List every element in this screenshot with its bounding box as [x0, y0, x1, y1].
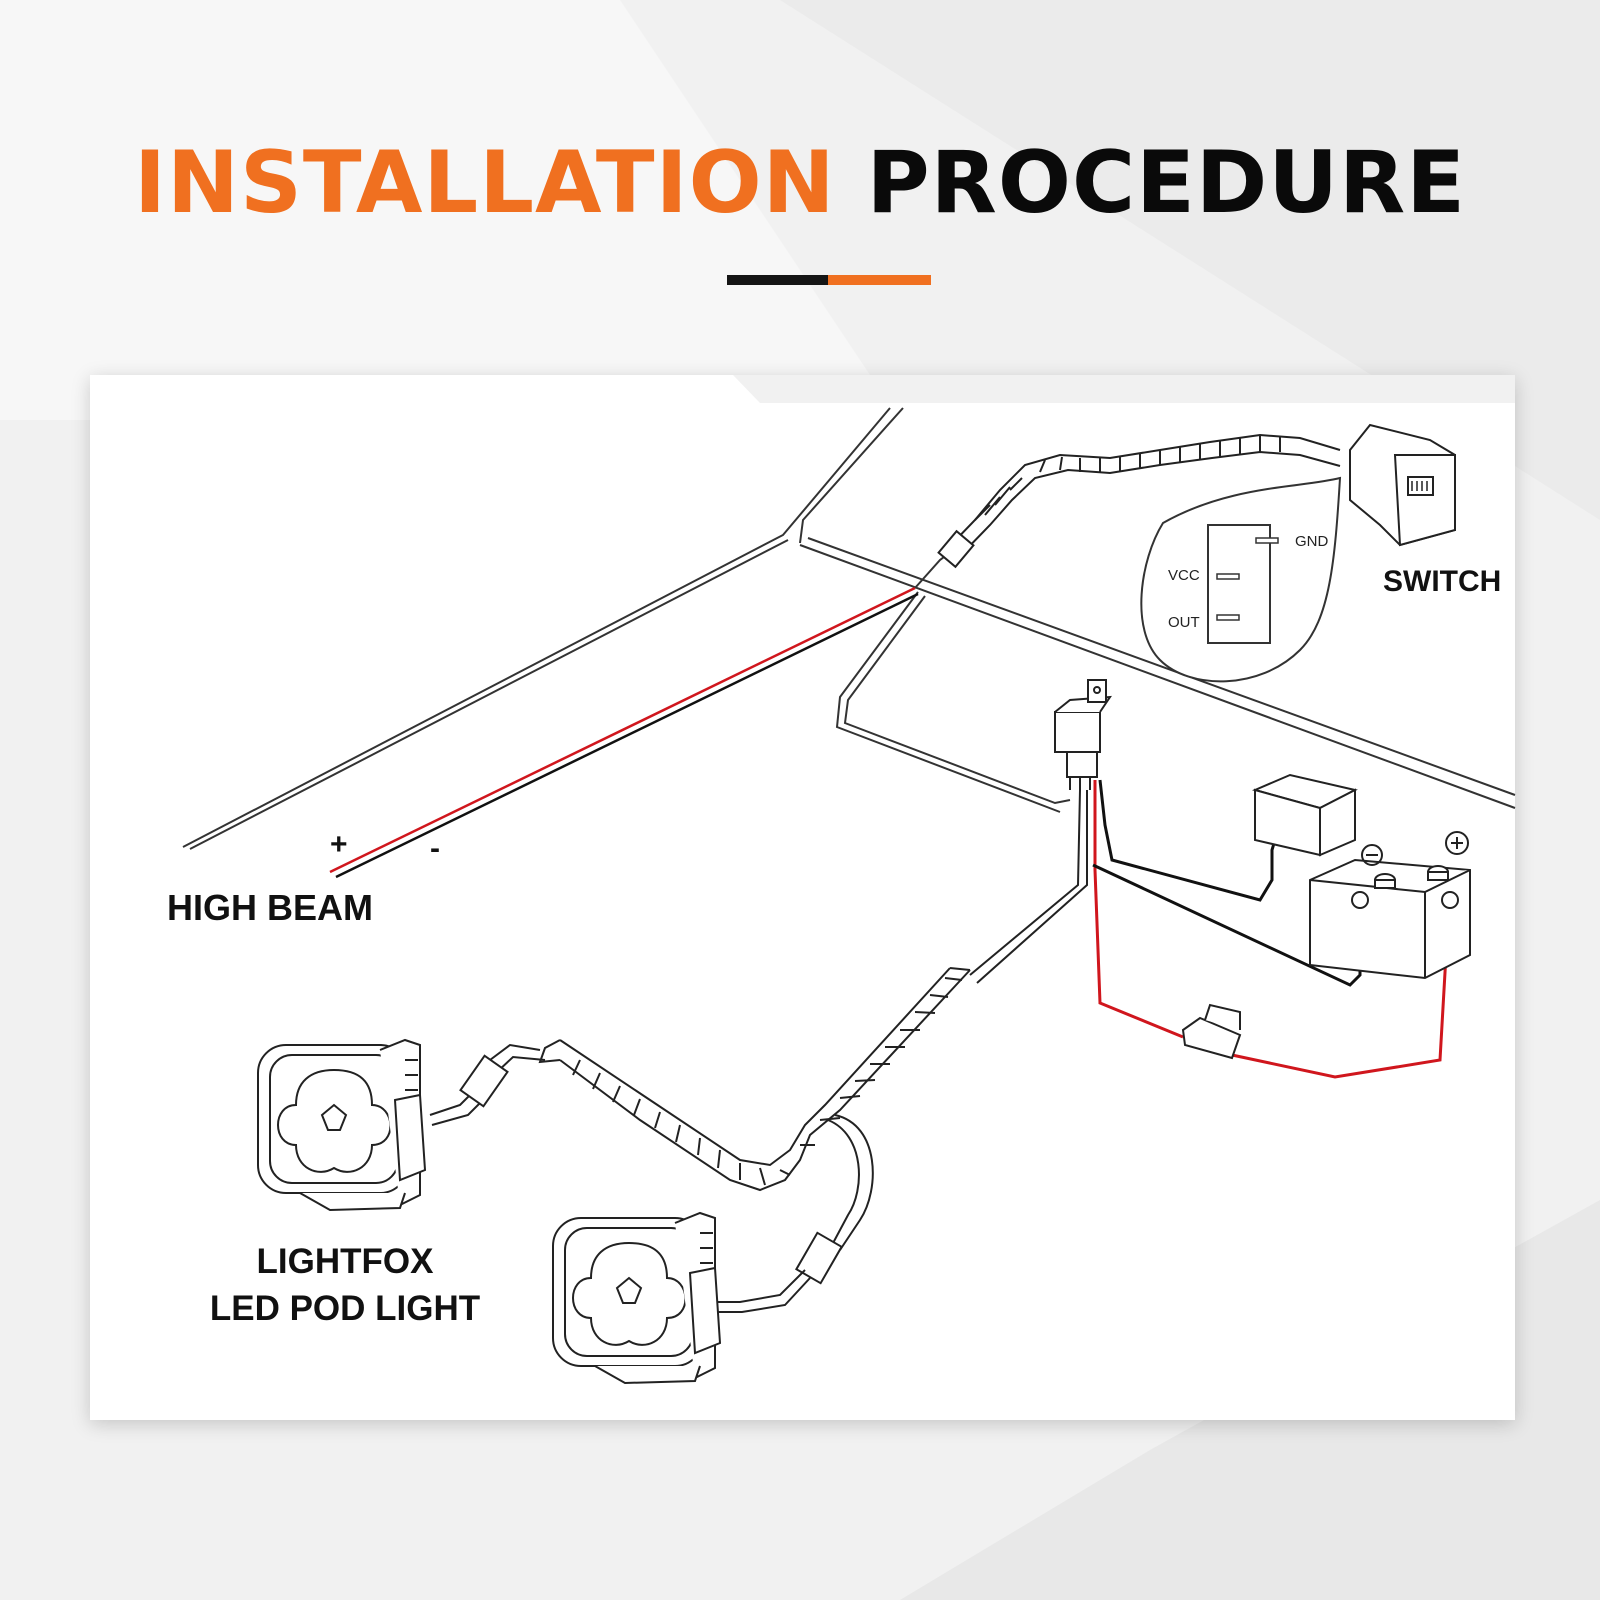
negative-sign: -: [430, 832, 440, 865]
title-underline: [727, 275, 931, 285]
plus-circle-icon: [1445, 831, 1469, 855]
switch-pin-diagram: [1140, 476, 1342, 683]
page-title: INSTALLATION PROCEDURE: [0, 140, 1600, 226]
switch-label: SWITCH: [1383, 565, 1502, 598]
relay: [1054, 679, 1112, 790]
pod-light-label-line1: LIGHTFOX: [256, 1242, 434, 1281]
switch-harness: [937, 433, 1341, 569]
battery: [1309, 858, 1471, 980]
pod-light-label: LIGHTFOX LED POD LIGHT: [185, 1238, 505, 1332]
pod-light-label-line2: LED POD LIGHT: [209, 1289, 481, 1328]
title-word-procedure: PROCEDURE: [866, 133, 1467, 233]
light-harness: [429, 967, 971, 1313]
pod-light-icon: [257, 1038, 427, 1212]
pin-label-gnd: GND: [1295, 533, 1329, 550]
ground-box: [1251, 773, 1358, 857]
pin-label-out: OUT: [1168, 614, 1200, 631]
high-beam-wires: [329, 544, 961, 879]
pin-label-vcc: VCC: [1168, 567, 1200, 584]
positive-sign: +: [330, 828, 348, 861]
high-beam-label: HIGH BEAM: [167, 887, 373, 928]
pod-light-icon: [552, 1211, 722, 1385]
vehicle-outline: [182, 407, 1516, 850]
title-word-installation: INSTALLATION: [133, 133, 836, 233]
fuse-holder: [1181, 1003, 1242, 1060]
minus-circle-icon: [1361, 844, 1383, 866]
rocker-switch: [1349, 423, 1456, 547]
